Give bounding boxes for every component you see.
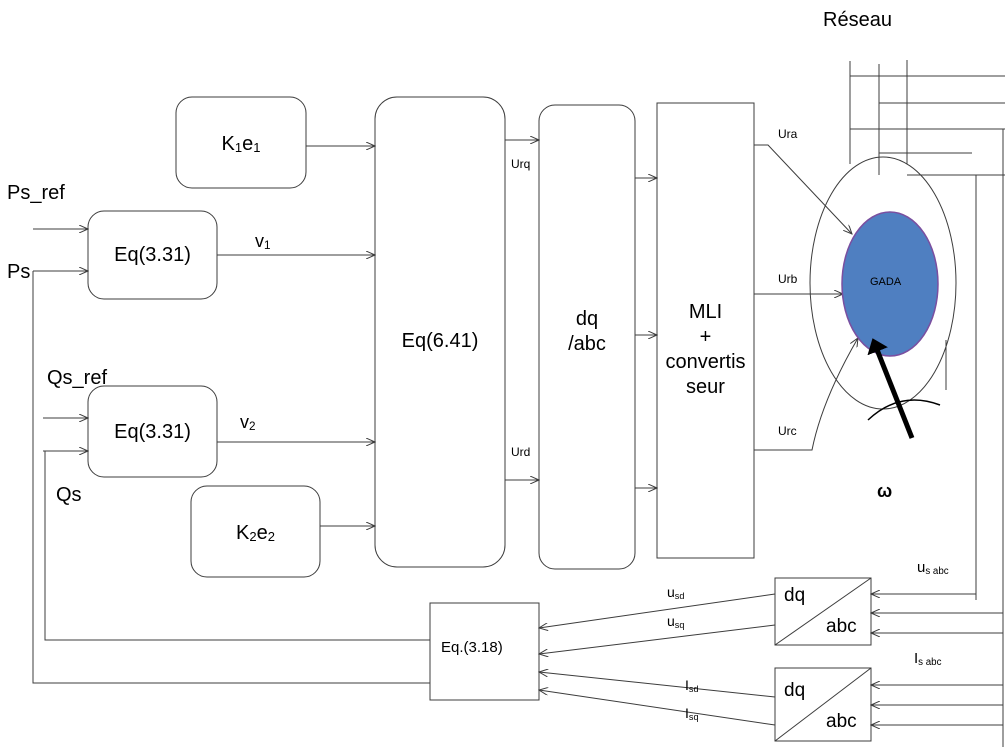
isd-label: Isd	[685, 677, 699, 694]
ps-label: Ps	[7, 261, 31, 283]
v2-label: v2	[240, 412, 256, 433]
mli-line3: convertis	[665, 351, 746, 373]
eq331-bottom-label: Eq(3.31)	[114, 421, 191, 443]
eq641-block	[374, 96, 506, 568]
mli-block	[656, 102, 755, 559]
omega-label: ω	[877, 481, 893, 501]
dq-abc-main-line1: dq	[575, 308, 599, 330]
omega-arrow	[867, 338, 915, 439]
eq641-label: Eq(6.41)	[401, 330, 479, 352]
gada-label: GADA	[870, 276, 902, 288]
mli-line4: seur	[686, 376, 725, 398]
dq-abc-main-block	[538, 104, 636, 570]
dq-abc-main-label: dq /abc	[539, 307, 635, 357]
us-abc-label: us abc	[917, 559, 949, 577]
urb-label: Urb	[778, 272, 798, 286]
eq318-label: Eq.(3.18)	[441, 639, 503, 656]
usq-label: usq	[667, 613, 685, 630]
dq-abc-main-line2: /abc	[568, 333, 606, 355]
reseau-label: Réseau	[823, 9, 892, 31]
is-abc-label: Is abc	[914, 650, 942, 668]
mli-line1: MLI	[688, 301, 723, 323]
k1e1-label: K1e1	[221, 133, 261, 155]
dq-small-bottom-abc: abc	[826, 711, 857, 732]
k2e2-block	[190, 485, 321, 578]
qs-label: Qs	[56, 484, 82, 506]
urd-label: Urd	[511, 445, 531, 459]
mli-line2: +	[699, 326, 712, 348]
eq331-bottom-block	[87, 385, 218, 478]
v1-label: v1	[255, 231, 271, 252]
dq-small-top-dq: dq	[784, 585, 806, 606]
gada-rotor	[841, 211, 939, 357]
urc-label: Urc	[778, 424, 797, 438]
k2e2-label: K2e2	[236, 522, 275, 544]
qs-ref-label: Qs_ref	[47, 367, 108, 389]
urq-label: Urq	[511, 157, 531, 171]
k1e1-block	[175, 96, 307, 189]
dq-small-top-abc: abc	[826, 616, 857, 637]
usd-label: usd	[667, 584, 685, 601]
isq-label: Isq	[685, 705, 699, 722]
mli-label: MLI + convertis seur	[657, 300, 754, 400]
ps-ref-label: Ps_ref	[7, 182, 65, 204]
dq-small-bottom-dq: dq	[784, 680, 806, 701]
ura-label: Ura	[778, 127, 798, 141]
eq331-top-label: Eq(3.31)	[114, 244, 191, 266]
